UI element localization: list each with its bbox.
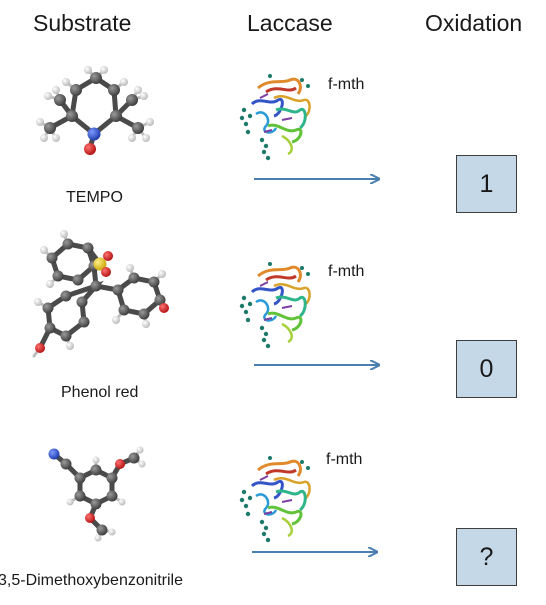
laccase-enzyme-icon bbox=[238, 260, 312, 350]
oxidation-result-box: 1 bbox=[456, 155, 517, 213]
reaction-arrow bbox=[254, 170, 384, 188]
oxidation-result-box: ? bbox=[456, 528, 517, 586]
laccase-enzyme-icon bbox=[238, 454, 312, 544]
substrate-label: TEMPO bbox=[66, 189, 123, 206]
phenol-red-molecule-icon bbox=[32, 230, 169, 358]
laccase-header: Laccase bbox=[247, 10, 333, 36]
dimethoxybenzonitrile-molecule-icon bbox=[48, 446, 146, 542]
enzyme-label: f-mth bbox=[328, 263, 365, 280]
oxidation-result-box: 0 bbox=[456, 340, 517, 398]
substrate-label: Phenol red bbox=[61, 384, 139, 401]
laccase-enzyme-icon bbox=[238, 72, 312, 162]
tempo-molecule-icon bbox=[36, 66, 154, 155]
enzyme-label: f-mth bbox=[328, 76, 365, 93]
substrate-label: 3,5-Dimethoxybenzonitrile bbox=[0, 572, 183, 589]
oxidation-header: Oxidation bbox=[425, 10, 523, 36]
reaction-arrow bbox=[252, 543, 382, 561]
reaction-arrow bbox=[254, 356, 384, 374]
substrate-header: Substrate bbox=[33, 10, 132, 36]
enzyme-label: f-mth bbox=[326, 451, 363, 468]
